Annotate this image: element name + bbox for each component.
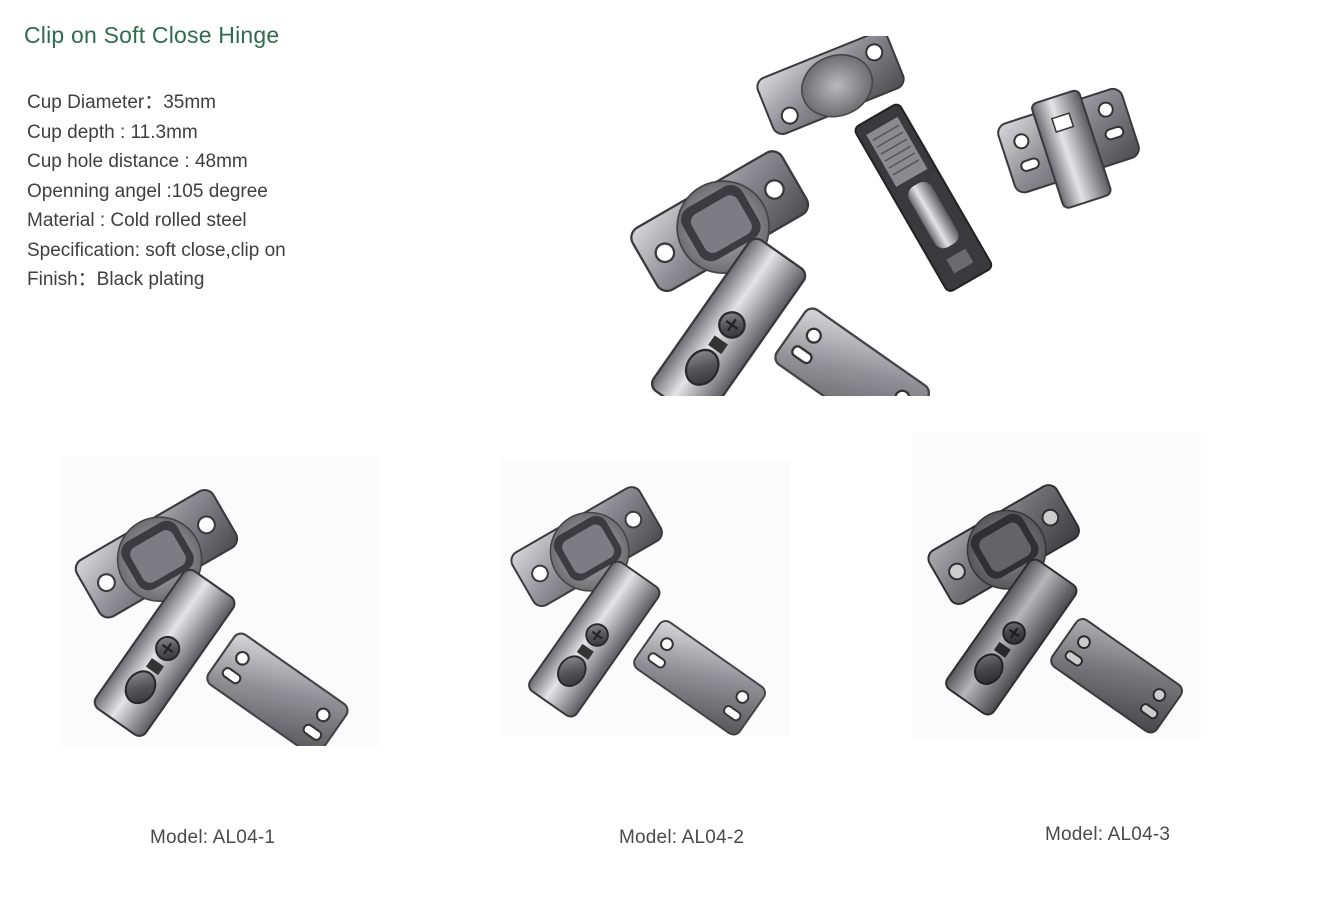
- hero-product-image: [625, 36, 1140, 396]
- model-photo-al04-3: [913, 432, 1201, 738]
- model-caption-al04-1: Model: AL04-1: [150, 827, 276, 848]
- hinge-image: [505, 479, 770, 736]
- model-caption-al04-2: Model: AL04-2: [619, 827, 745, 848]
- hinge-image: [69, 482, 352, 746]
- model-photo-al04-2: [500, 460, 790, 736]
- spec-list: Cup Diameter：35mm Cup depth : 11.3mm Cup…: [27, 88, 286, 295]
- spec-specification: Specification: soft close,clip on: [27, 239, 286, 261]
- spec-cup-diameter: Cup Diameter：35mm: [27, 92, 216, 113]
- spec-cup-depth: Cup depth : 11.3mm: [27, 121, 198, 143]
- mounting-plate-illustration: [997, 87, 1140, 209]
- spec-finish: Finish：Black plating: [27, 269, 205, 290]
- spec-material: Material : Cold rolled steel: [27, 210, 247, 231]
- model-photo-al04-1: [60, 456, 380, 746]
- hinge-image: [922, 477, 1187, 737]
- page-title: Clip on Soft Close Hinge: [24, 22, 280, 48]
- spec-opening-angle: Openning angel :105 degree: [27, 180, 268, 202]
- spec-cup-hole-distance: Cup hole distance : 48mm: [27, 151, 248, 172]
- hinge-arm-damper-illustration: [756, 36, 993, 292]
- model-caption-al04-3: Model: AL04-3: [1045, 824, 1171, 845]
